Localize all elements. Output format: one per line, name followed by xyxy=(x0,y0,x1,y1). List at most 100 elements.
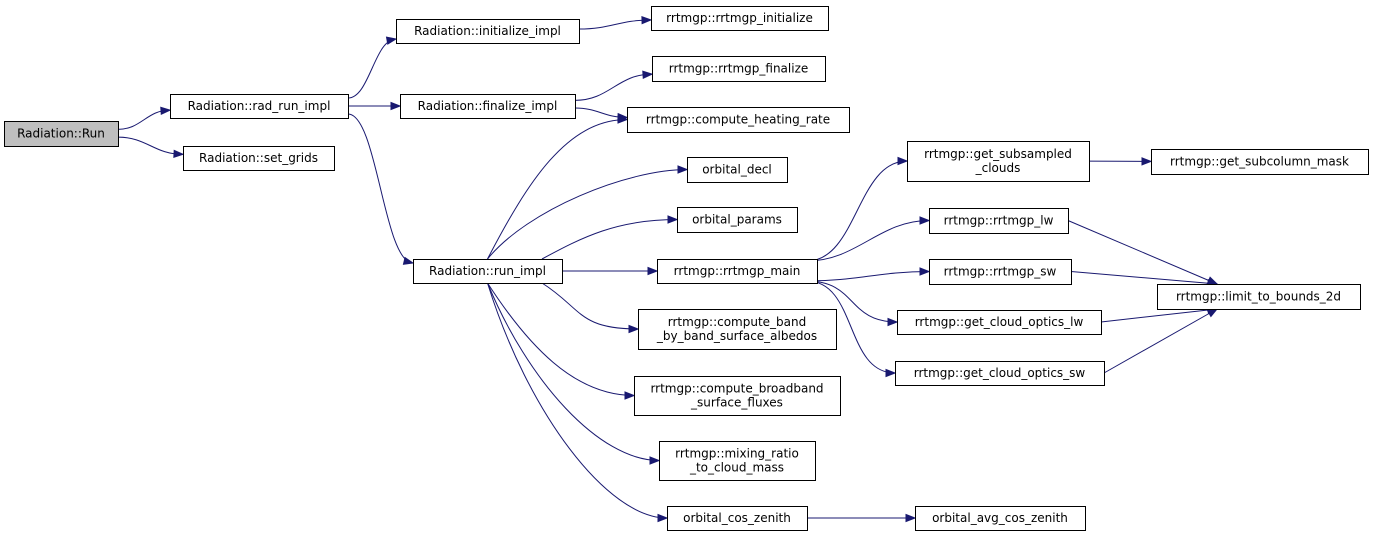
node-label: rrtmgp::rrtmgp_initialize xyxy=(666,11,813,25)
edge-line xyxy=(574,73,653,101)
edge-line xyxy=(347,38,397,99)
node-subcolumn-mask[interactable]: rrtmgp::get_subcolumn_mask xyxy=(1151,149,1369,175)
edge-arrowhead xyxy=(919,216,931,225)
edge-arrowhead xyxy=(897,156,909,166)
node-label: _by_band_surface_albedos xyxy=(656,329,817,343)
node-cloud-optics-lw[interactable]: rrtmgp::get_cloud_optics_lw xyxy=(897,310,1102,335)
node-box xyxy=(667,506,808,531)
nodes: Radiation::RunRadiation::rad_run_implRad… xyxy=(4,6,1369,531)
node-orbital-avg-cos-zenith[interactable]: orbital_avg_cos_zenith xyxy=(915,506,1086,531)
node-label: rrtmgp::get_cloud_optics_sw xyxy=(914,366,1086,380)
node-box xyxy=(659,441,816,481)
edge-run-impl-to-orbital-params xyxy=(541,215,679,260)
edge-line xyxy=(1070,271,1218,285)
edge-line xyxy=(541,282,639,330)
edge-line xyxy=(806,271,930,282)
edge-run-to-rad-run-impl xyxy=(117,106,172,130)
edge-rrtmgp-lw-to-limit-to-bounds xyxy=(1067,220,1219,285)
node-label: rrtmgp::mixing_ratio xyxy=(675,447,799,461)
node-label: Radiation::rad_run_impl xyxy=(188,99,331,113)
edge-rad-run-impl-to-finalize-impl xyxy=(348,101,402,111)
node-box xyxy=(657,259,818,284)
node-rrtmgp-finalize[interactable]: rrtmgp::rrtmgp_finalize xyxy=(652,56,826,82)
node-box xyxy=(170,94,349,119)
node-box xyxy=(929,259,1072,285)
edge-arrowhead xyxy=(657,513,669,523)
node-label: Radiation::set_grids xyxy=(199,151,318,165)
edge-arrowhead xyxy=(628,324,640,334)
edge-rrtmgp-main-to-rrtmgp-lw xyxy=(806,216,931,262)
node-mixing-ratio[interactable]: rrtmgp::mixing_ratio_to_cloud_mass xyxy=(659,441,816,481)
node-orbital-decl[interactable]: orbital_decl xyxy=(687,157,788,183)
node-set-grids[interactable]: Radiation::set_grids xyxy=(183,146,335,171)
edge-line xyxy=(117,136,184,155)
edge-line xyxy=(806,280,896,374)
node-limit-to-bounds[interactable]: rrtmgp::limit_to_bounds_2d xyxy=(1157,284,1361,310)
node-box xyxy=(638,309,837,350)
edge-line xyxy=(806,160,908,262)
edge-arrowhead xyxy=(173,149,185,159)
edge-arrowhead xyxy=(647,266,659,276)
node-box xyxy=(677,207,798,233)
edge-rrtmgp-main-to-cloud-optics-lw xyxy=(806,280,899,327)
node-get-subsampled[interactable]: rrtmgp::get_subsampled_clouds xyxy=(907,141,1090,182)
node-compute-heating-rate[interactable]: rrtmgp::compute_heating_rate xyxy=(627,107,850,133)
node-box xyxy=(929,208,1069,234)
edge-line xyxy=(1103,308,1218,374)
node-label: orbital_avg_cos_zenith xyxy=(932,511,1068,525)
edge-line xyxy=(487,282,660,461)
edge-run-to-set-grids xyxy=(117,136,185,159)
node-rad-run-impl[interactable]: Radiation::rad_run_impl xyxy=(170,94,349,119)
node-label: orbital_cos_zenith xyxy=(683,511,791,525)
edge-rrtmgp-main-to-rrtmgp-sw xyxy=(806,267,931,282)
node-box xyxy=(652,56,826,82)
node-label: orbital_params xyxy=(692,213,782,227)
node-run: Radiation::Run xyxy=(4,121,119,147)
node-finalize-impl[interactable]: Radiation::finalize_impl xyxy=(400,94,576,119)
edge-arrowhead xyxy=(1206,308,1219,318)
edge-run-impl-to-orbital-decl xyxy=(487,165,689,260)
node-label: rrtmgp::limit_to_bounds_2d xyxy=(1176,290,1341,304)
node-box xyxy=(413,259,563,284)
node-cloud-optics-sw[interactable]: rrtmgp::get_cloud_optics_sw xyxy=(895,361,1105,386)
edge-rrtmgp-main-to-cloud-optics-sw xyxy=(806,280,897,378)
edge-finalize-impl-to-rrtmgp-finalize xyxy=(574,70,654,101)
node-label: rrtmgp::compute_band xyxy=(668,315,807,329)
node-label: rrtmgp::rrtmgp_main xyxy=(674,264,801,278)
node-initialize-impl[interactable]: Radiation::initialize_impl xyxy=(396,19,580,44)
node-orbital-cos-zenith[interactable]: orbital_cos_zenith xyxy=(667,506,808,531)
node-box xyxy=(400,94,576,119)
edge-get-subsampled-to-subcolumn-mask xyxy=(1088,157,1153,166)
edge-arrowhead xyxy=(885,368,897,378)
node-orbital-params[interactable]: orbital_params xyxy=(677,207,798,233)
edge-line xyxy=(578,19,652,30)
node-label: rrtmgp::compute_broadband xyxy=(650,382,823,396)
node-label: Radiation::initialize_impl xyxy=(414,24,561,38)
node-label: rrtmgp::rrtmgp_sw xyxy=(944,265,1057,279)
edge-line xyxy=(1100,308,1218,323)
edge-line xyxy=(541,219,678,260)
edge-arrowhead xyxy=(1141,157,1153,166)
node-rrtmgp-initialize[interactable]: rrtmgp::rrtmgp_initialize xyxy=(651,6,829,31)
edge-arrowhead xyxy=(160,106,172,116)
node-label: _to_cloud_mass xyxy=(689,461,784,475)
node-label: Radiation::Run xyxy=(17,127,105,141)
node-compute-band[interactable]: rrtmgp::compute_band_by_band_surface_alb… xyxy=(638,309,837,350)
node-run-impl[interactable]: Radiation::run_impl xyxy=(413,259,563,284)
edge-run-impl-to-compute-heating-rate xyxy=(487,115,629,260)
node-compute-broadband[interactable]: rrtmgp::compute_broadband_surface_fluxes xyxy=(634,376,841,416)
node-box xyxy=(907,141,1090,182)
edge-line xyxy=(487,282,668,519)
edge-line xyxy=(487,119,628,260)
node-box xyxy=(4,121,119,147)
edge-arrowhead xyxy=(642,70,654,79)
edge-arrowhead xyxy=(667,215,679,224)
node-label: _surface_fluxes xyxy=(690,396,783,410)
node-rrtmgp-lw[interactable]: rrtmgp::rrtmgp_lw xyxy=(929,208,1069,234)
node-rrtmgp-main[interactable]: rrtmgp::rrtmgp_main xyxy=(657,259,818,284)
edge-run-impl-to-mixing-ratio xyxy=(487,282,661,465)
node-box xyxy=(634,376,841,416)
node-box xyxy=(897,310,1102,335)
node-rrtmgp-sw[interactable]: rrtmgp::rrtmgp_sw xyxy=(929,259,1072,285)
